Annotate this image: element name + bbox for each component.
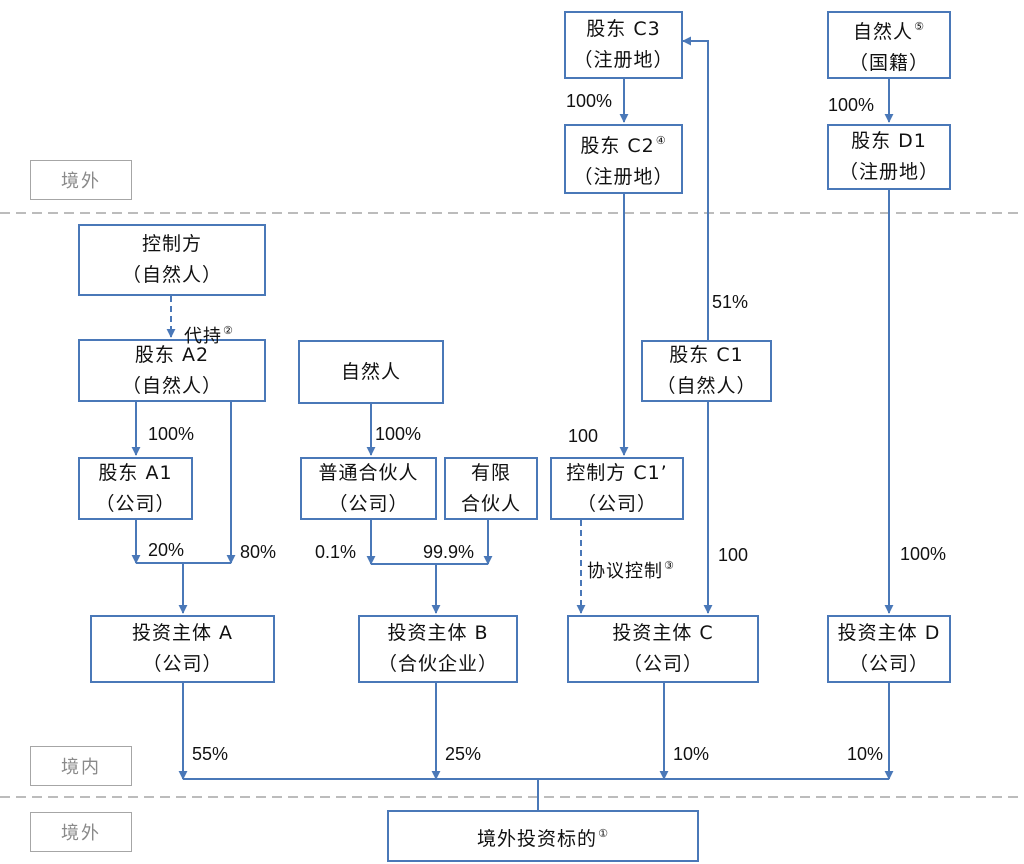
shareholder-c2-subtitle: （注册地） [573,166,674,188]
controller-a-box: 控制方 （自然人） [78,224,266,296]
controller-a-subtitle: （自然人） [121,264,222,286]
shareholder-a1-name: 股东 A1 [98,461,173,484]
investor-d-name: 投资主体 D [837,622,941,644]
natural-person-b-name: 自然人 [340,360,401,383]
label-c1-c3: 51% [712,292,749,312]
controller-a-name: 控制方 [141,233,202,255]
limited-partner-line1: 有限 [470,461,511,484]
natural-person-d-name-line: 自然人⑤ [853,11,925,48]
investor-d-box: 投资主体 D （公司） [827,615,951,683]
overseas-target-name-line: 境外投资标的① [477,818,609,855]
shareholder-c3-subtitle: （注册地） [573,49,674,71]
natural-person-b-box: 自然人 [298,340,444,404]
controller-c1prime-subtitle: （公司） [576,492,657,515]
shareholder-a1-subtitle: （公司） [95,492,176,515]
general-partner-name: 普通合伙人 [318,461,419,484]
label-proxy: 代持② [184,321,234,347]
shareholder-c2-name: 股东 C2 [580,135,655,157]
general-partner-box: 普通合伙人 （公司） [300,457,437,520]
zone-label-outside-top: 境外 [30,160,132,200]
investor-b-box: 投资主体 B （合伙企业） [358,615,518,683]
label-inv-a-target: 55% [192,744,229,764]
note-1: ① [598,826,609,840]
label-proxy-text: 代持 [184,326,222,347]
general-partner-subtitle: （公司） [328,492,409,515]
label-d1-inv-d: 100% [900,544,947,564]
label-c1-inv-c: 100 [718,545,749,565]
note-4: ④ [655,134,667,147]
note-5: ⑤ [914,20,925,33]
shareholder-c1-box: 股东 C1 （自然人） [641,340,772,402]
investor-a-box: 投资主体 A （公司） [90,615,275,683]
shareholder-c3-name: 股东 C3 [586,18,661,40]
investor-a-subtitle: （公司） [142,653,223,675]
label-c3-c2: 100% [566,91,613,111]
label-bperson-gp: 100% [375,424,422,444]
investor-c-name: 投资主体 C [612,622,714,644]
label-agreement-control: 协议控制③ [587,556,675,582]
shareholder-c2-box: 股东 C2④ （注册地） [564,124,683,194]
investor-c-subtitle: （公司） [622,653,703,675]
shareholder-c1-subtitle: （自然人） [656,375,757,397]
label-inv-c-target: 10% [673,744,710,764]
natural-person-d-subtitle: （国籍） [848,52,929,74]
investor-b-subtitle: （合伙企业） [377,653,498,675]
label-dperson-d1: 100% [828,95,875,115]
investor-a-name: 投资主体 A [131,622,234,644]
zone-label-outside-bottom: 境外 [30,812,132,852]
label-a2-inv-a: 80% [240,542,277,562]
overseas-target-name: 境外投资标的 [477,827,598,850]
shareholder-a2-box: 股东 A2 （自然人） [78,339,266,402]
label-inv-d-target: 10% [847,744,884,764]
label-a2-a1: 100% [148,424,195,444]
investor-b-name: 投资主体 B [387,622,489,644]
limited-partner-line2: 合伙人 [460,492,521,515]
label-gp-inv-b: 0.1% [315,542,357,562]
natural-person-d-name: 自然人 [853,21,914,43]
label-lp-inv-b: 99.9% [423,542,475,562]
controller-c1prime-name: 控制方 C1’ [566,461,668,484]
note-2: ② [223,324,234,337]
shareholder-a1-box: 股东 A1 （公司） [78,457,193,520]
investor-d-subtitle: （公司） [848,653,929,675]
controller-c1prime-box: 控制方 C1’ （公司） [550,457,684,520]
label-a1-inv-a: 20% [148,540,185,560]
overseas-target-box: 境外投资标的① [387,810,699,862]
shareholder-a2-name: 股东 A2 [134,343,210,366]
shareholder-c1-name: 股东 C1 [669,344,744,366]
label-c2-c1prime: 100 [568,426,599,446]
investor-c-box: 投资主体 C （公司） [567,615,759,683]
limited-partner-box: 有限 合伙人 [444,457,538,520]
label-agreement-text: 协议控制 [587,561,663,582]
edge-c1-c3 [682,36,709,340]
zone-label-inside: 境内 [30,746,132,786]
shareholder-c2-name-line: 股东 C2④ [580,125,666,162]
note-3: ③ [664,559,675,572]
shareholder-d1-name: 股东 D1 [851,130,927,152]
shareholder-d1-box: 股东 D1 （注册地） [827,124,951,190]
natural-person-d-box: 自然人⑤ （国籍） [827,11,951,79]
shareholder-c3-box: 股东 C3 （注册地） [564,11,683,79]
shareholder-a2-subtitle: （自然人） [121,374,222,397]
label-inv-b-target: 25% [445,744,482,764]
shareholder-d1-subtitle: （注册地） [838,161,939,183]
